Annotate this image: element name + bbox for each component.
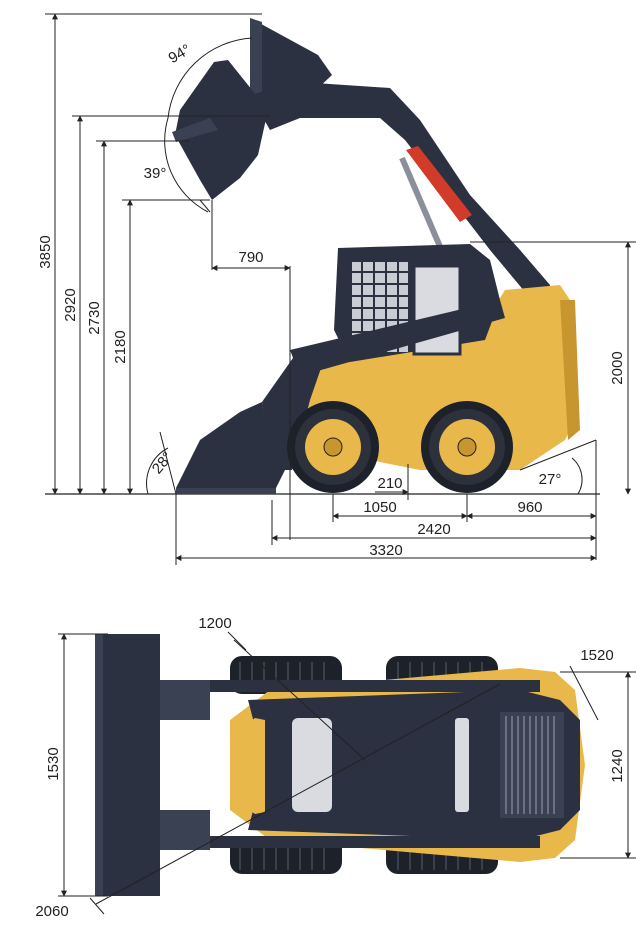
label-3320: 3320 xyxy=(369,542,402,559)
label-210: 210 xyxy=(377,475,402,492)
label-2060: 2060 xyxy=(35,903,68,920)
label-3850: 3850 xyxy=(37,235,54,268)
front-panel xyxy=(232,718,265,814)
label-1050: 1050 xyxy=(363,499,396,516)
label-1530: 1530 xyxy=(45,747,62,780)
rear-window xyxy=(455,718,469,812)
bucket-mount-left xyxy=(160,680,210,720)
label-1520: 1520 xyxy=(580,647,613,664)
label-1200: 1200 xyxy=(198,615,231,632)
lowered-bucket xyxy=(176,342,330,494)
arc-94 xyxy=(167,37,253,119)
top-view: 1200 1520 1530 1240 2060 xyxy=(35,615,636,920)
label-2000: 2000 xyxy=(609,351,626,384)
bucket-mount-right xyxy=(160,810,210,850)
label-790: 790 xyxy=(238,249,263,266)
label-2180: 2180 xyxy=(112,330,129,363)
engine-grille xyxy=(500,712,564,818)
top-bucket xyxy=(100,634,160,896)
right-arm xyxy=(190,836,540,848)
label-960: 960 xyxy=(517,499,542,516)
label-angle-39: 39° xyxy=(144,165,167,182)
label-2920: 2920 xyxy=(62,288,79,321)
lift-arm xyxy=(250,82,550,300)
label-1240: 1240 xyxy=(609,749,626,782)
roof-window xyxy=(292,718,332,812)
front-wheel xyxy=(287,401,379,493)
label-2730: 2730 xyxy=(86,301,103,334)
arc-39 xyxy=(164,117,209,213)
left-arm xyxy=(190,680,540,692)
label-angle-94: 94° xyxy=(166,41,194,67)
side-view: 3850 2920 2730 2180 2000 790 210 1050 96… xyxy=(37,13,636,565)
label-2420: 2420 xyxy=(417,521,450,538)
label-angle-27: 27° xyxy=(539,471,562,488)
arc-28 xyxy=(146,447,169,495)
arc-27 xyxy=(571,457,583,495)
dim-line-2060 xyxy=(95,683,501,905)
raised-bucket-tilted xyxy=(172,60,268,200)
label-angle-28: 28° xyxy=(149,449,177,477)
dim-line-1200 xyxy=(233,639,366,761)
dim-line-1520 xyxy=(569,665,599,721)
rear-wheel xyxy=(421,401,513,493)
top-bucket-edge xyxy=(95,634,103,896)
